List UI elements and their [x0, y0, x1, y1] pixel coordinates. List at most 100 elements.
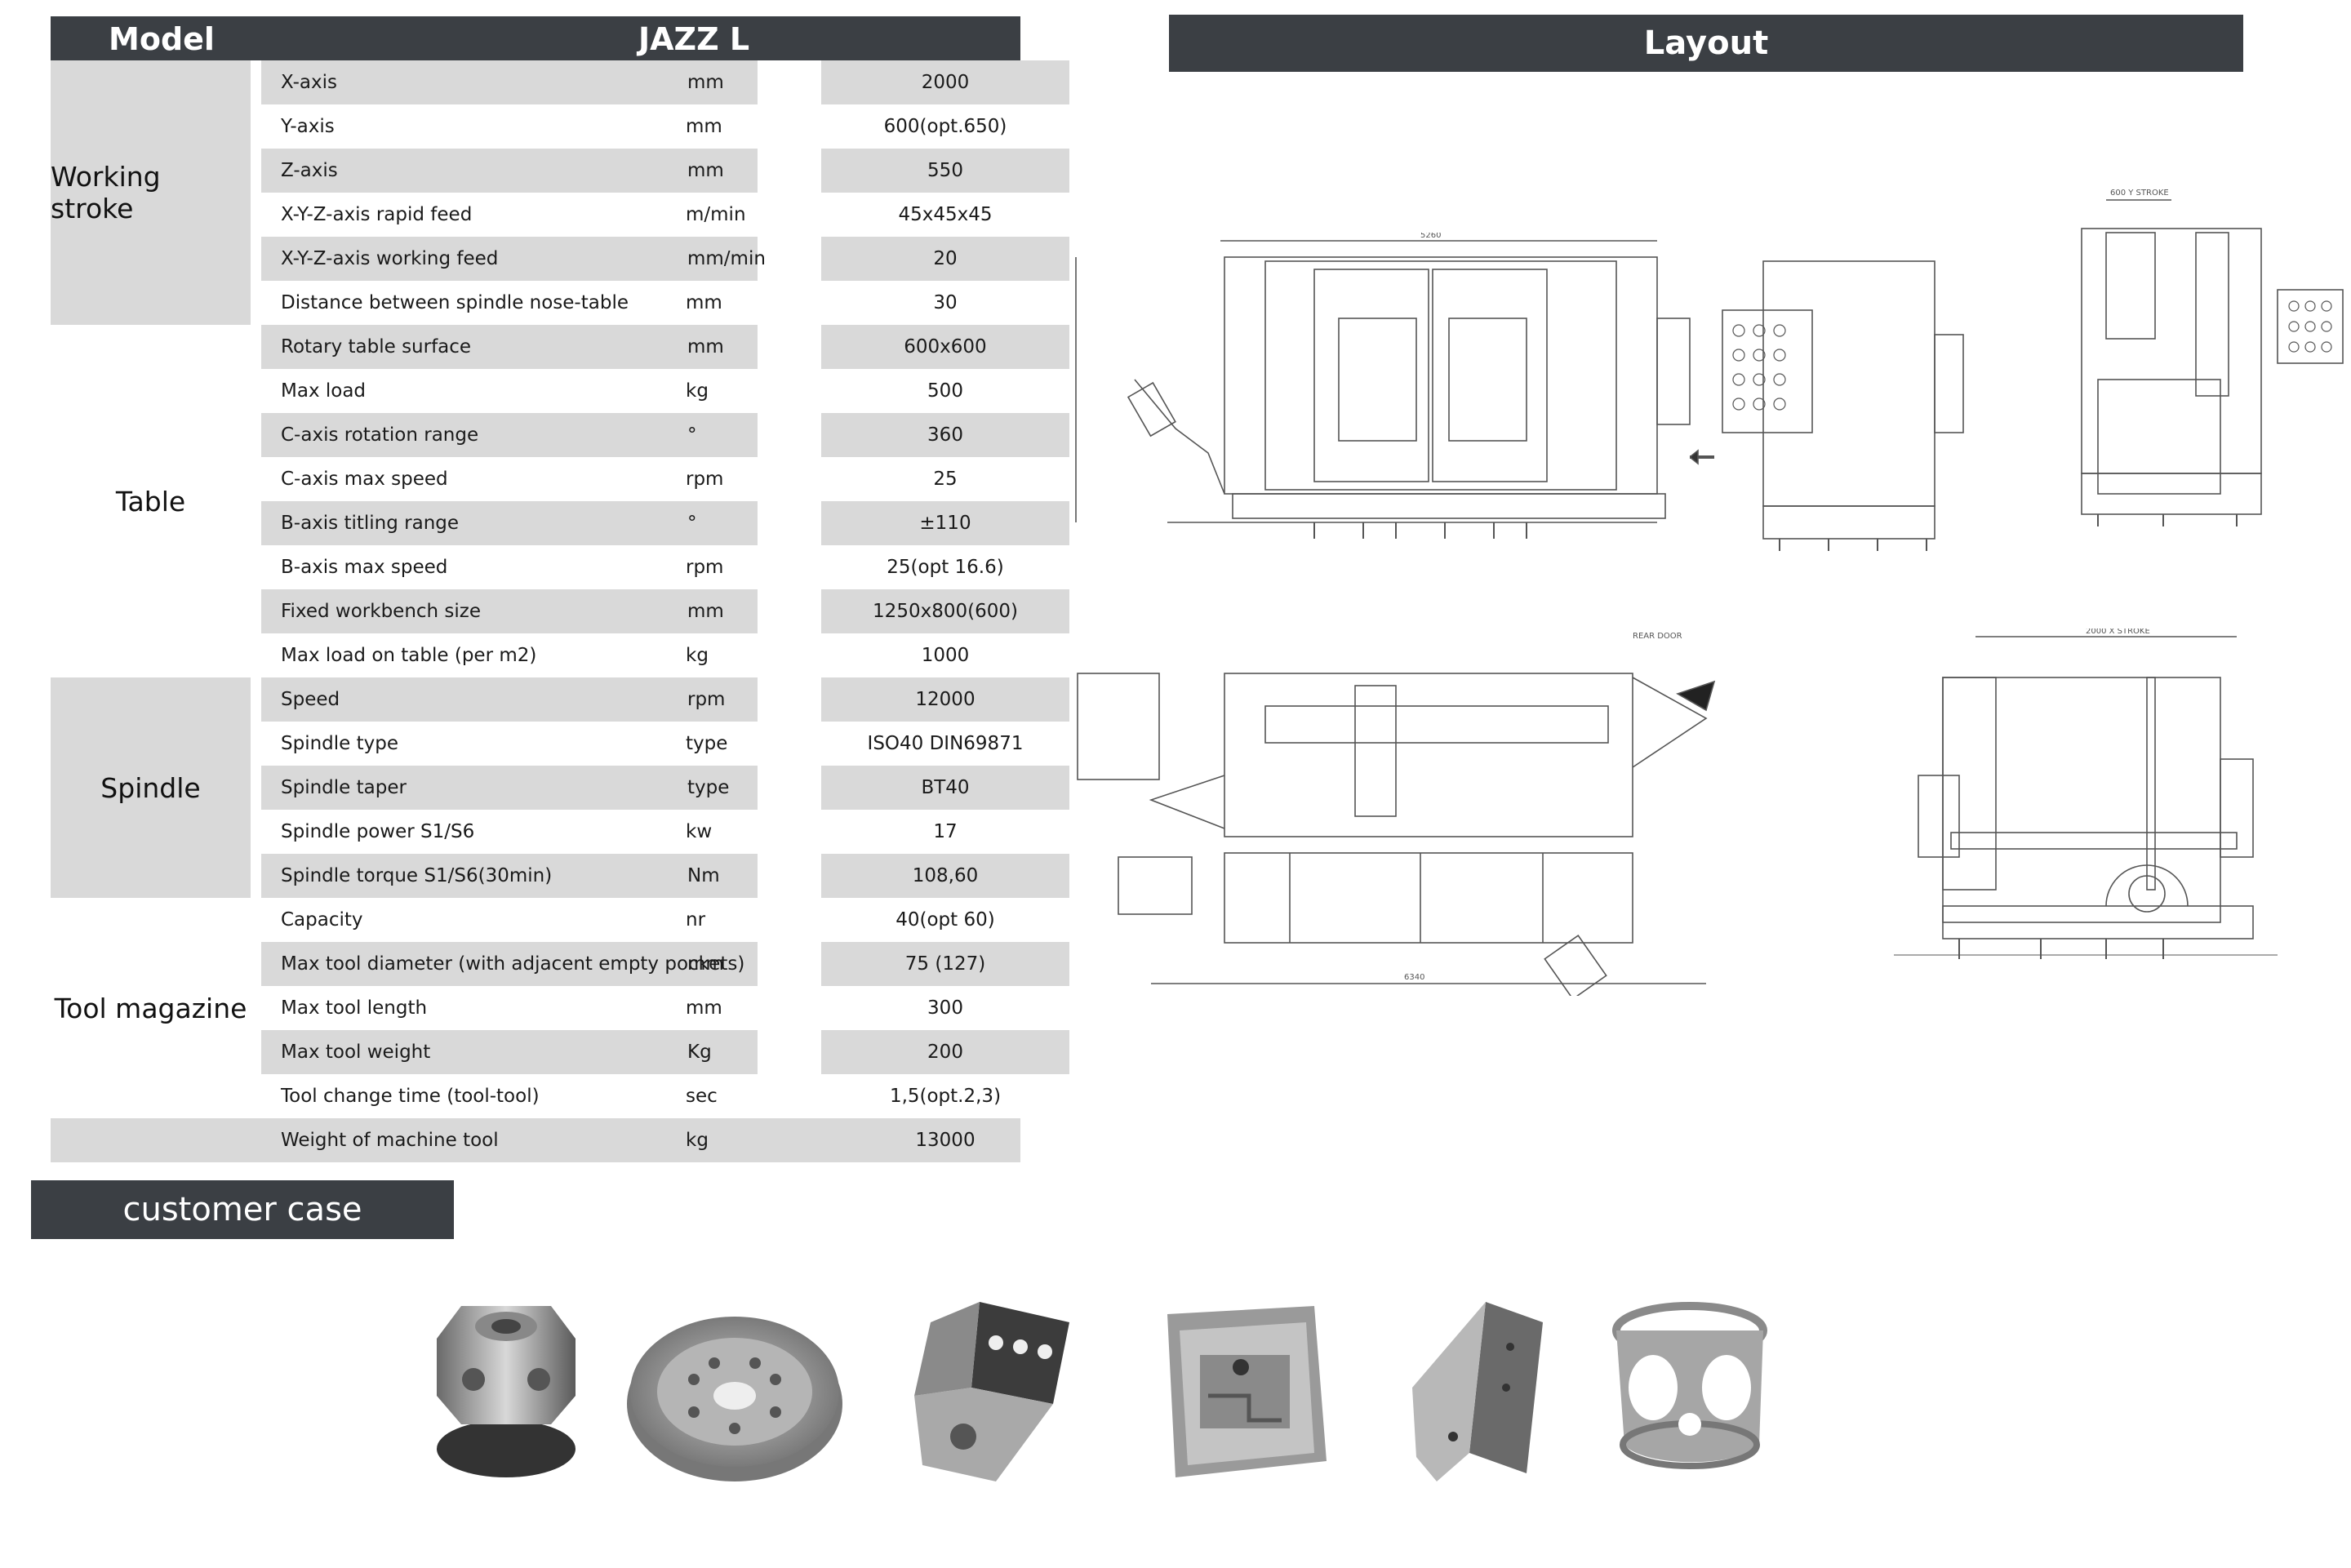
spec-label: Spindle torque S1/S6(30min): [261, 854, 758, 898]
spec-unit: kg: [686, 380, 709, 402]
spec-value: ISO40 DIN69871: [867, 733, 1024, 754]
spec-label: Max tool weight: [261, 1030, 758, 1074]
spec-label: B-axis titling range: [261, 501, 758, 545]
spec-label: Speed: [261, 677, 758, 722]
spec-label: Weight of machine tool: [281, 1130, 499, 1151]
spec-unit: type: [687, 777, 730, 798]
spec-row: Max tool diameter (with adjacent empty p…: [261, 942, 1069, 986]
spec-unit: type: [686, 733, 728, 754]
customer-case-header: customer case: [31, 1180, 454, 1239]
spec-unit: rpm: [686, 469, 724, 490]
spec-label: C-axis rotation range: [261, 413, 758, 457]
spec-label: Z-axis: [261, 149, 758, 193]
spec-value: 1,5(opt.2,3): [889, 1086, 1002, 1107]
spec-value: 75 (127): [821, 942, 1069, 986]
spec-unit: mm: [687, 160, 724, 181]
spec-unit: mm: [687, 336, 724, 358]
spec-row: Max tool length mm 300: [261, 986, 1020, 1030]
spec-unit: mm: [687, 953, 724, 975]
layout-header: Layout: [1169, 15, 2243, 72]
spec-value: 300: [927, 997, 963, 1019]
spec-label: X-Y-Z-axis working feed: [261, 237, 758, 281]
machined-block-part-icon: [906, 1298, 1078, 1497]
spec-label: Y-axis: [281, 116, 335, 137]
spec-table-header: Model JAZZ L: [51, 16, 1020, 60]
spec-unit: rpm: [686, 557, 724, 578]
spec-unit: °: [687, 424, 697, 446]
angle-bracket-part-icon: [1404, 1298, 1551, 1489]
housing-part-icon: [1151, 1298, 1331, 1489]
spec-row: C-axis rotation range° 360: [261, 413, 1069, 457]
spec-unit: kg: [686, 1130, 709, 1151]
spec-label: X-axis: [261, 60, 758, 104]
spec-row: B-axis titling range°±110: [261, 501, 1069, 545]
spec-label: Rotary table surface: [261, 325, 758, 369]
spec-unit: mm/min: [687, 248, 766, 269]
spec-value: BT40: [821, 766, 1069, 810]
side-view-drawing: [1690, 253, 1967, 555]
spec-label: Capacity: [281, 909, 363, 931]
spec-unit: m/min: [686, 204, 746, 225]
svg-text:2000 X STROKE: 2000 X STROKE: [2086, 629, 2150, 636]
spec-value: 25(opt 16.6): [887, 557, 1004, 578]
octagonal-flange-part-icon: [424, 1290, 588, 1489]
spec-label: Max tool diameter (with adjacent empty p…: [261, 942, 758, 986]
spec-row: Y-axis mm 600(opt.650): [261, 104, 1020, 149]
spec-label: Spindle taper: [261, 766, 758, 810]
group-table: Table: [115, 485, 186, 517]
weight-row-background: [51, 1118, 1020, 1162]
front-view-drawing: 5260: [1069, 233, 1722, 551]
spec-unit: mm: [686, 116, 722, 137]
spec-value: 550: [821, 149, 1069, 193]
svg-text:600 Y STROKE: 600 Y STROKE: [2110, 189, 2169, 198]
group-tool-magazine: Tool magazine: [54, 992, 247, 1024]
spec-value: 108,60: [821, 854, 1069, 898]
spec-row: Spindle type type ISO40 DIN69871: [261, 722, 1023, 766]
spec-unit: °: [687, 513, 697, 534]
group-working-stroke: Working stroke: [51, 60, 251, 325]
spec-value: 13000: [915, 1130, 976, 1151]
spec-unit: Kg: [687, 1042, 712, 1063]
spec-row: X-Y-Z-axis rapid feed m/min 45x45x45: [261, 193, 1020, 237]
model-value: JAZZ L: [638, 21, 750, 57]
top-right-view-drawing: 600 Y STROKE: [2073, 184, 2351, 543]
spec-label: C-axis max speed: [281, 469, 448, 490]
spec-label: Fixed workbench size: [261, 589, 758, 633]
spec-unit: mm: [687, 601, 724, 622]
spec-label: X-Y-Z-axis rapid feed: [281, 204, 473, 225]
spec-label: Spindle type: [281, 733, 398, 754]
svg-text:REAR DOOR: REAR DOOR: [1633, 632, 1682, 641]
spec-value: 20: [821, 237, 1069, 281]
spec-value: 2000: [821, 60, 1069, 104]
spec-label: Max tool length: [281, 997, 428, 1019]
spec-unit: kg: [686, 645, 709, 666]
spec-unit: sec: [686, 1086, 718, 1107]
svg-text:5260: 5260: [1420, 233, 1441, 240]
spec-value: 45x45x45: [898, 204, 993, 225]
spec-value: 1000: [921, 645, 970, 666]
spec-label: B-axis max speed: [281, 557, 448, 578]
spec-value: 25: [933, 469, 958, 490]
cylindrical-cage-part-icon: [1608, 1294, 1771, 1485]
spec-unit: nr: [686, 909, 706, 931]
spec-row: C-axis max speed rpm 25: [261, 457, 1020, 501]
svg-text:6340: 6340: [1404, 973, 1424, 982]
spec-unit: Nm: [687, 865, 720, 886]
spec-value: 12000: [821, 677, 1069, 722]
spec-value: 360: [821, 413, 1069, 457]
spec-row: B-axis max speed rpm 25(opt 16.6): [261, 545, 1020, 589]
spec-value: 600(opt.650): [883, 116, 1007, 137]
spec-unit: mm: [686, 292, 722, 313]
spec-unit: mm: [686, 997, 722, 1019]
spec-value: 30: [933, 292, 958, 313]
